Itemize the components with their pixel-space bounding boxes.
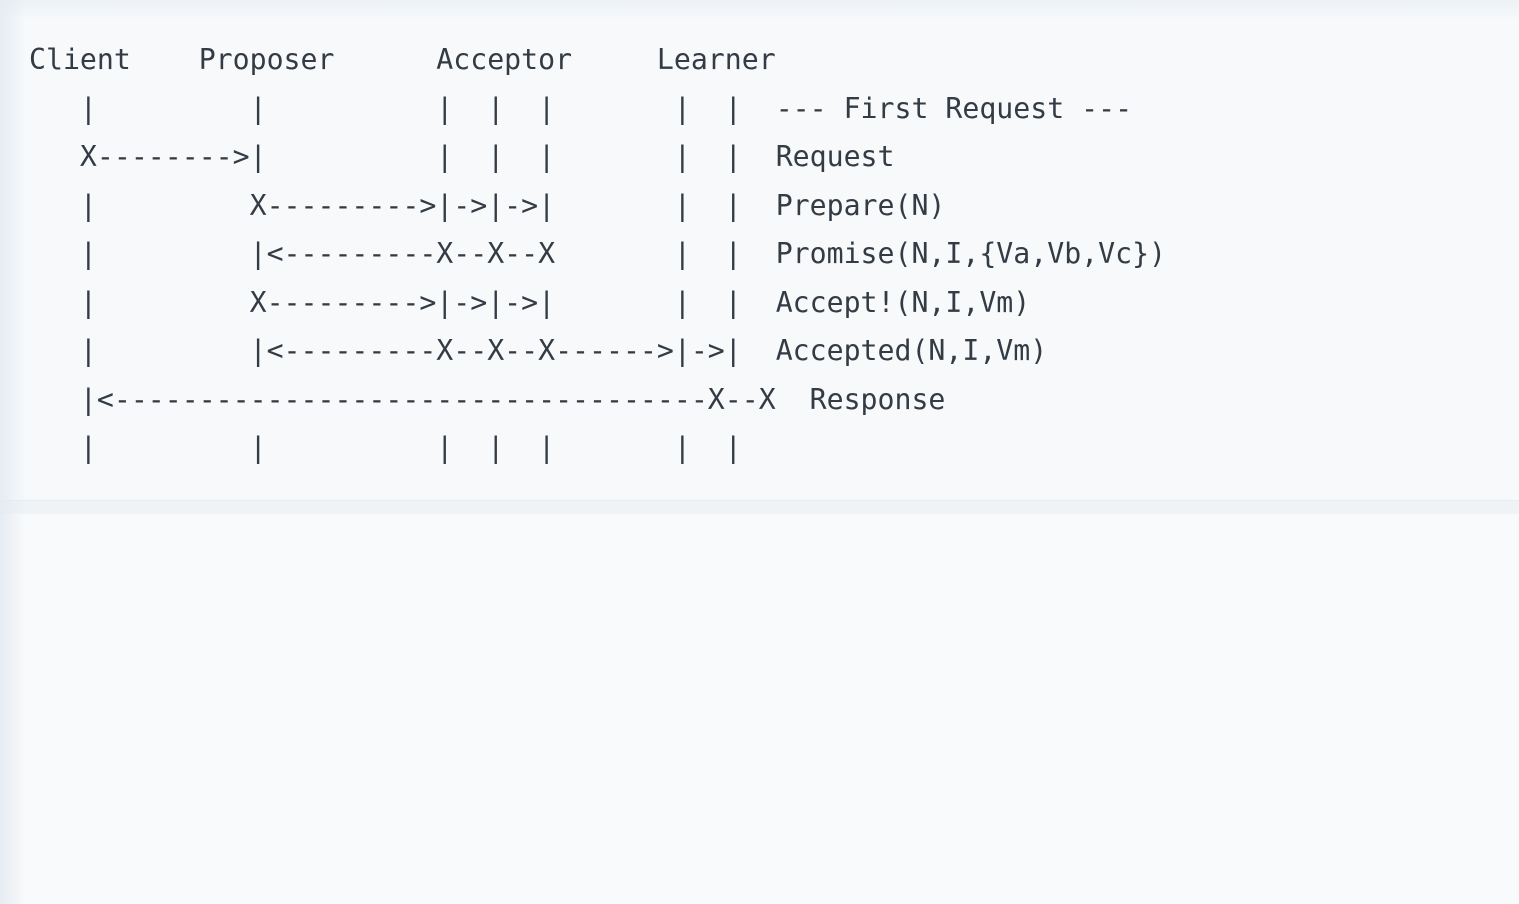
panel-first-request: Client Proposer Acceptor Learner | | | |… bbox=[29, 43, 1167, 464]
panel-following-requests: Client Proposer Acceptor Learner | | | |… bbox=[0, 512, 1519, 904]
ascii-art-first-request: Client Proposer Acceptor Learner | | | |… bbox=[29, 43, 1167, 464]
panel-divider bbox=[0, 500, 1519, 514]
